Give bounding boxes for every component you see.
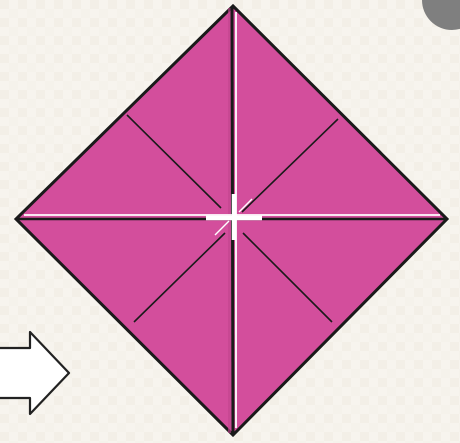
fold-shadow-vertical (228, 8, 231, 433)
